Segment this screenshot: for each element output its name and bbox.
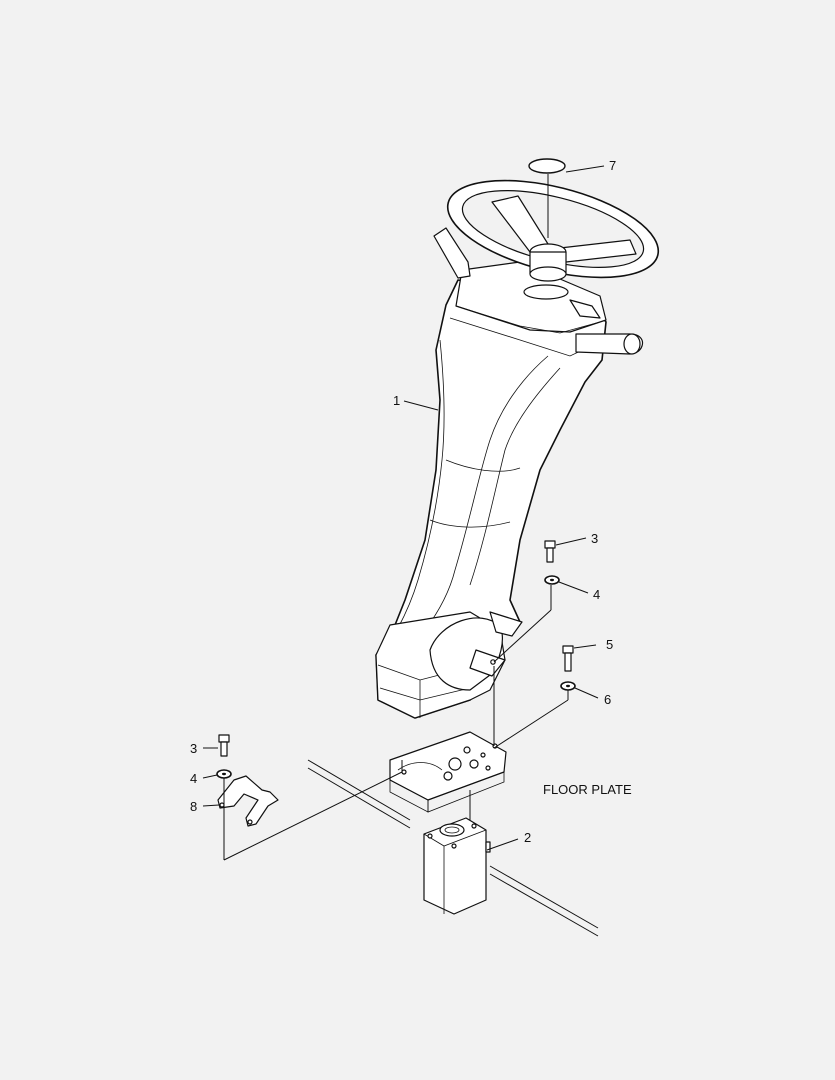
callout-4-upper: 4 xyxy=(593,587,600,602)
cap-screw xyxy=(562,645,574,672)
steering-wheel xyxy=(446,179,660,300)
callout-8: 8 xyxy=(190,799,197,814)
horn-cap xyxy=(528,158,566,238)
steering-valve-unit xyxy=(423,817,491,915)
callout-1: 1 xyxy=(393,393,400,408)
upper-bolt xyxy=(544,540,556,563)
callout-2: 2 xyxy=(524,830,531,845)
callout-3-upper: 3 xyxy=(591,531,598,546)
upper-washer xyxy=(544,575,560,585)
callout-7: 7 xyxy=(609,158,616,173)
callout-4-lower: 4 xyxy=(190,771,197,786)
callout-5: 5 xyxy=(606,637,613,652)
steering-column-housing xyxy=(375,227,644,719)
lower-washer-6 xyxy=(560,681,576,691)
callout-6: 6 xyxy=(604,692,611,707)
floor-lines xyxy=(307,759,599,937)
floor-plate-label: FLOOR PLATE xyxy=(543,782,632,797)
mounting-bracket xyxy=(217,775,279,827)
lower-bolt xyxy=(218,734,230,757)
callout-3-lower: 3 xyxy=(190,741,197,756)
leader-lines xyxy=(202,165,605,851)
lower-washer-4 xyxy=(216,769,232,779)
assembly-lines xyxy=(223,585,569,861)
floor-plate xyxy=(389,731,507,813)
